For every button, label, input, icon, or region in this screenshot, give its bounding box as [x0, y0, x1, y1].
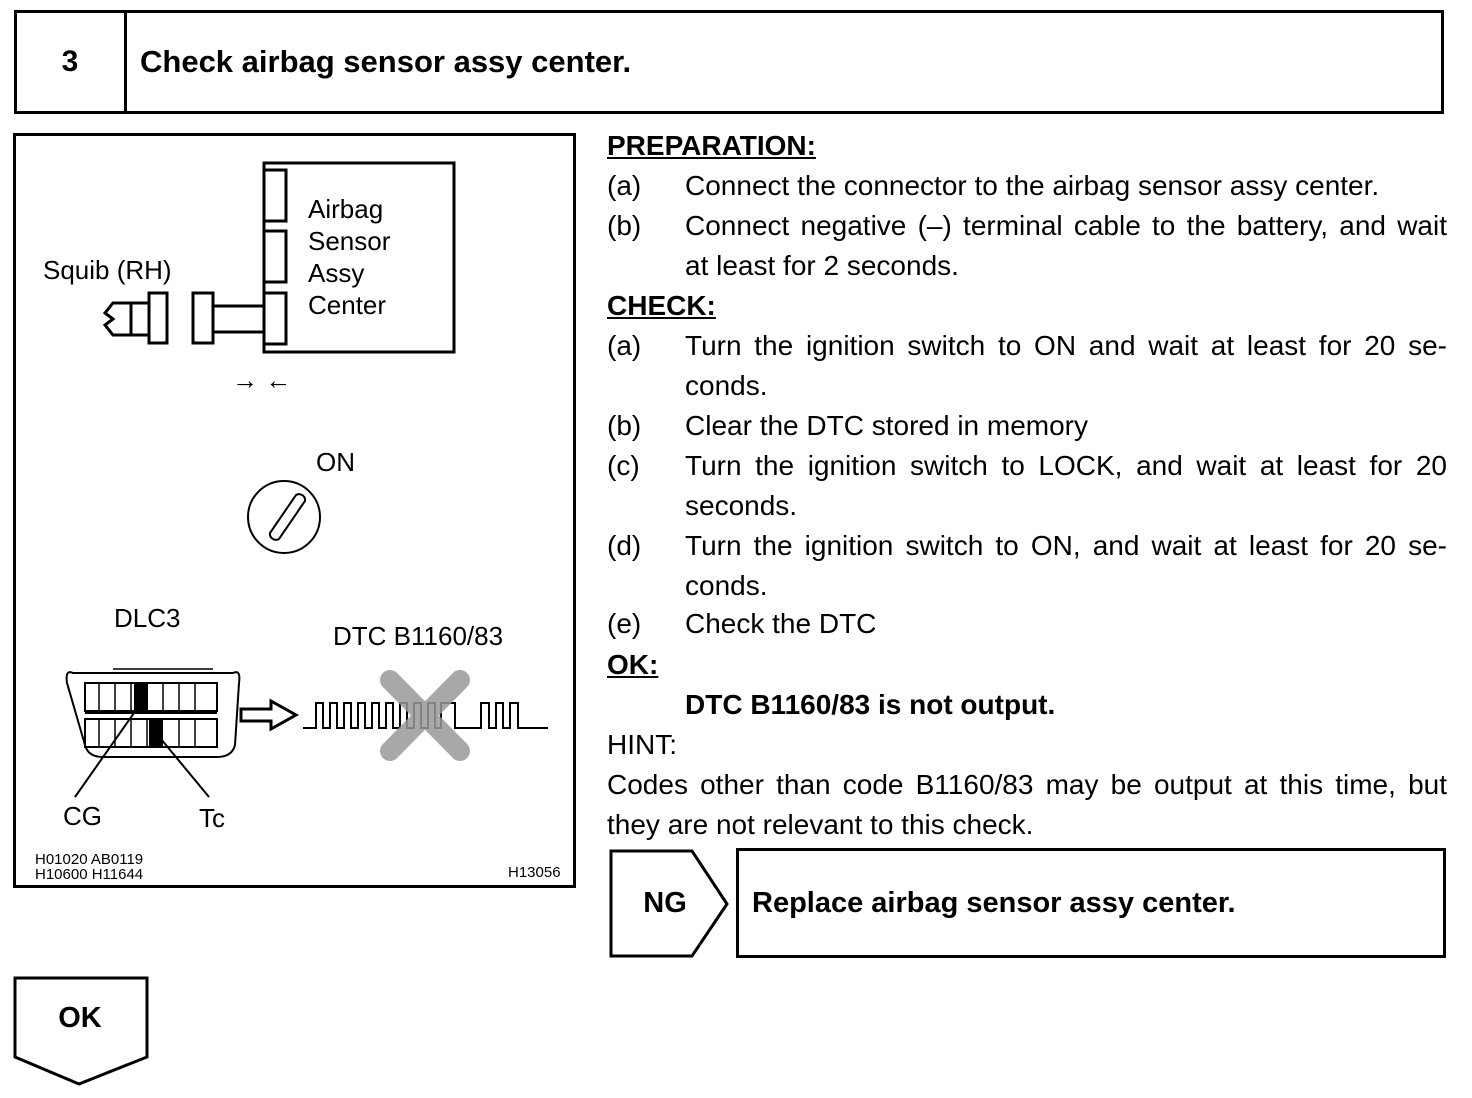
- check-item-e-text: Check the DTC: [685, 608, 877, 639]
- check-heading: CHECK:: [607, 290, 716, 321]
- cg-terminal: [134, 683, 148, 711]
- ref-codes-line-1: H01020 AB0119: [35, 851, 143, 868]
- dlc3-connector-icon: [65, 668, 241, 758]
- illustration-frame: [13, 133, 576, 888]
- hint-text: Codes other than code B1160/83 may be ou…: [607, 769, 1447, 840]
- check-item-d-label: (d): [607, 530, 642, 561]
- check-item-a-text: Turn the ignition switch to ON and wait …: [685, 330, 1447, 401]
- ng-label: NG: [643, 886, 687, 919]
- ref-codes-line-2: H10600 H11644: [35, 866, 143, 883]
- squib-connector: [102, 291, 169, 345]
- cg-label: CG: [63, 801, 102, 831]
- step-header-box: [14, 10, 1444, 114]
- ng-action-text: Replace airbag sensor assy center.: [752, 886, 1236, 919]
- ignition-key-icon: [247, 480, 321, 554]
- ok-label: OK: [58, 1001, 102, 1034]
- ok-spec-heading: OK:: [607, 649, 659, 680]
- illustration: Airbag Sensor Assy Center Squib (RH) → ←…: [35, 161, 561, 883]
- prep-item-a-text: Connect the connector to the airbag sens…: [685, 170, 1380, 201]
- check-item-e-label: (e): [607, 608, 642, 639]
- sensor-label-line-2: Sensor: [308, 226, 391, 256]
- figure-code: H13056: [508, 864, 561, 881]
- ok-arrow-box: [13, 976, 149, 1086]
- connect-arrows: → ←: [232, 365, 291, 395]
- sensor-side-connector: [191, 291, 266, 345]
- not-output-cross-icon: [380, 670, 470, 761]
- dtc-label: DTC B1160/83: [333, 621, 503, 651]
- preparation-heading: PREPARATION:: [607, 130, 816, 161]
- sensor-label-line-3: Assy: [308, 258, 364, 288]
- prep-item-a-label: (a): [607, 170, 642, 201]
- dlc3-label: DLC3: [114, 603, 180, 633]
- squib-label: Squib (RH): [43, 255, 172, 285]
- terminal-leaders: [74, 702, 210, 798]
- ng-arrow-box: [609, 849, 729, 958]
- check-item-c-text: Turn the ignition switch to LOCK, and wa…: [685, 450, 1447, 521]
- switch-on-label: ON: [316, 447, 355, 477]
- check-item-b-text: Clear the DTC stored in memory: [685, 410, 1089, 441]
- ok-spec-text: DTC B1160/83 is not output.: [685, 689, 1056, 720]
- check-item-d-text: Turn the ignition switch to ON, and wait…: [685, 530, 1447, 601]
- hint-heading: HINT:: [607, 729, 677, 760]
- step-title: Check airbag sensor assy center.: [140, 44, 632, 79]
- prep-item-b-text: Connect negative (–) terminal cable to t…: [685, 210, 1447, 281]
- output-arrow-icon: [239, 698, 300, 732]
- airbag-sensor-assy-center: [262, 161, 456, 354]
- sensor-label-line-4: Center: [308, 290, 386, 320]
- tc-terminal: [149, 719, 163, 747]
- sensor-label-line-1: Airbag: [308, 194, 383, 224]
- step-header-divider: [124, 10, 127, 114]
- prep-item-b-label: (b): [607, 210, 642, 241]
- tc-label: Tc: [199, 803, 225, 833]
- check-item-b-label: (b): [607, 410, 642, 441]
- ng-action-box: [736, 848, 1446, 958]
- check-item-c-label: (c): [607, 450, 640, 481]
- step-number: 3: [61, 45, 79, 78]
- check-item-a-label: (a): [607, 330, 642, 361]
